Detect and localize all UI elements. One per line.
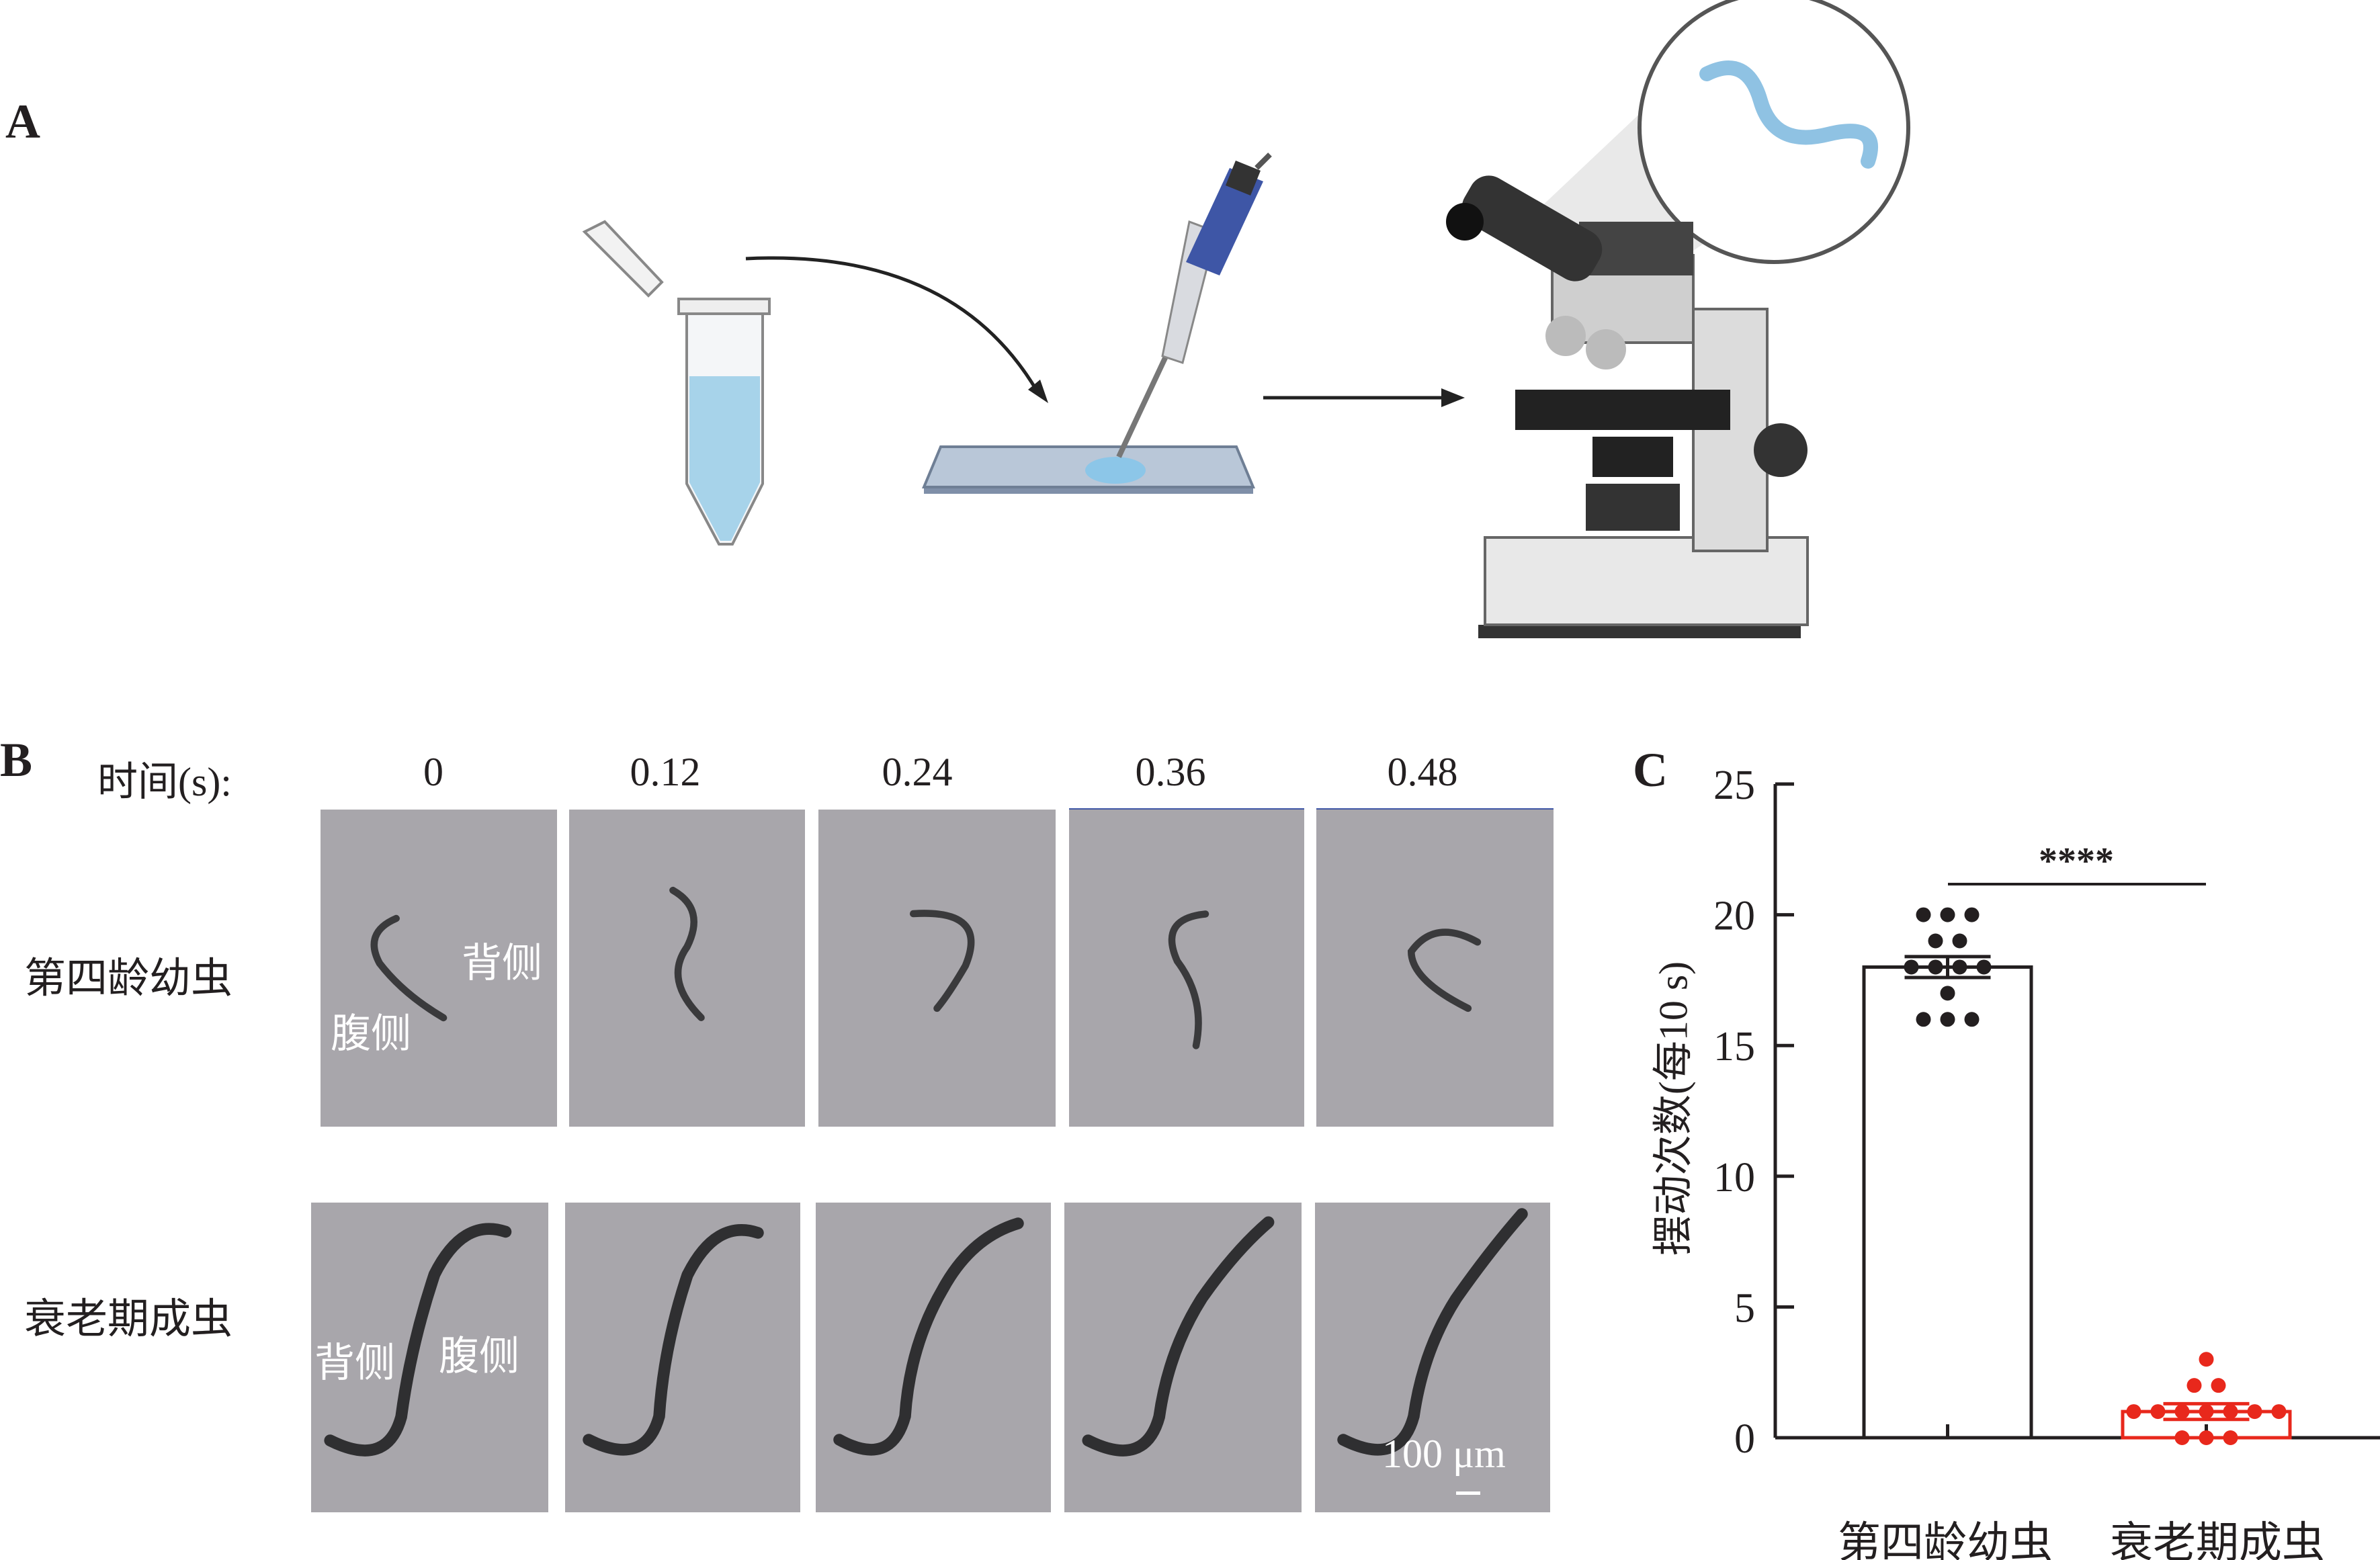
dorsal-label: 背侧 bbox=[462, 941, 542, 986]
y-tick-label: 10 bbox=[1713, 1155, 1755, 1201]
data-point bbox=[2174, 1404, 2190, 1420]
data-point bbox=[1952, 959, 1967, 975]
time-header: 0.12 bbox=[630, 750, 701, 794]
arrow-icon bbox=[745, 256, 1040, 394]
time-header: 0.48 bbox=[1387, 750, 1458, 794]
y-tick-label: 0 bbox=[1734, 1416, 1755, 1462]
time-label: 时间(s): bbox=[97, 760, 232, 804]
data-point bbox=[1940, 1012, 1955, 1027]
data-point bbox=[1916, 1012, 1931, 1027]
microcentrifuge-tube-icon bbox=[582, 220, 771, 546]
data-point bbox=[1904, 959, 1919, 975]
pipette-icon bbox=[1116, 153, 1272, 458]
glass-slide-icon bbox=[922, 445, 1255, 494]
panel-label-a: A bbox=[5, 95, 40, 148]
y-tick-label: 25 bbox=[1713, 763, 1755, 808]
data-point bbox=[1940, 907, 1955, 922]
data-point bbox=[2271, 1404, 2287, 1420]
worm-image: 背侧 腹侧 bbox=[311, 1203, 548, 1512]
data-point bbox=[2247, 1404, 2262, 1420]
worm-image bbox=[816, 1203, 1051, 1512]
worm-image bbox=[1316, 810, 1554, 1127]
row-label-aged-adult: 衰老期成虫 bbox=[24, 1297, 233, 1342]
divider bbox=[1316, 808, 1554, 810]
panel-label-c: C bbox=[1633, 743, 1668, 797]
worm-image: 100 μm bbox=[1315, 1203, 1550, 1512]
y-tick-label: 15 bbox=[1713, 1024, 1755, 1070]
data-point bbox=[1964, 1012, 1980, 1027]
data-point bbox=[2211, 1378, 2226, 1393]
time-header: 0 bbox=[423, 750, 443, 794]
data-point bbox=[1964, 907, 1980, 922]
y-tick-label: 20 bbox=[1713, 894, 1755, 939]
ventral-label: 腹侧 bbox=[439, 1334, 519, 1379]
data-point bbox=[2199, 1430, 2214, 1445]
y-tick-label: 5 bbox=[1734, 1285, 1755, 1331]
microscope-icon bbox=[1446, 0, 1910, 638]
scale-bar-label: 100 μm bbox=[1382, 1432, 1506, 1476]
significance-label: **** bbox=[2039, 840, 2114, 882]
data-point bbox=[2150, 1404, 2166, 1420]
data-point bbox=[2126, 1404, 2141, 1420]
divider bbox=[1069, 808, 1304, 810]
worm-image bbox=[818, 810, 1056, 1127]
scale-bar bbox=[1456, 1491, 1480, 1495]
dorsal-label: 背侧 bbox=[314, 1341, 395, 1385]
panel-label-b: B bbox=[0, 733, 33, 787]
data-point bbox=[1976, 959, 1992, 975]
data-point bbox=[1928, 933, 1943, 949]
row-label-larva: 第四龄幼虫 bbox=[24, 956, 233, 1002]
x-tick-label: 衰老期成虫 bbox=[2110, 1519, 2325, 1560]
data-point bbox=[2223, 1430, 2238, 1445]
worm-image bbox=[1069, 810, 1304, 1127]
data-point bbox=[2199, 1404, 2214, 1420]
time-header: 0.36 bbox=[1135, 750, 1206, 794]
data-point bbox=[1940, 986, 1955, 1001]
data-point bbox=[1952, 933, 1967, 949]
x-tick-label: 第四龄幼虫 bbox=[1838, 1519, 2053, 1560]
worm-image bbox=[565, 1203, 800, 1512]
worm-image bbox=[569, 810, 805, 1127]
worm-image bbox=[1064, 1203, 1302, 1512]
time-header: 0.24 bbox=[882, 750, 953, 794]
data-point bbox=[2174, 1430, 2190, 1445]
worm-image: 背侧 腹侧 bbox=[321, 810, 557, 1127]
ventral-label: 腹侧 bbox=[331, 1012, 411, 1056]
data-point bbox=[2199, 1352, 2214, 1367]
experiment-illustration bbox=[582, 0, 1910, 638]
data-point bbox=[1928, 959, 1943, 975]
bar bbox=[1862, 965, 2033, 1440]
data-point bbox=[2186, 1378, 2202, 1393]
data-point bbox=[1916, 907, 1931, 922]
data-point bbox=[2223, 1404, 2238, 1420]
